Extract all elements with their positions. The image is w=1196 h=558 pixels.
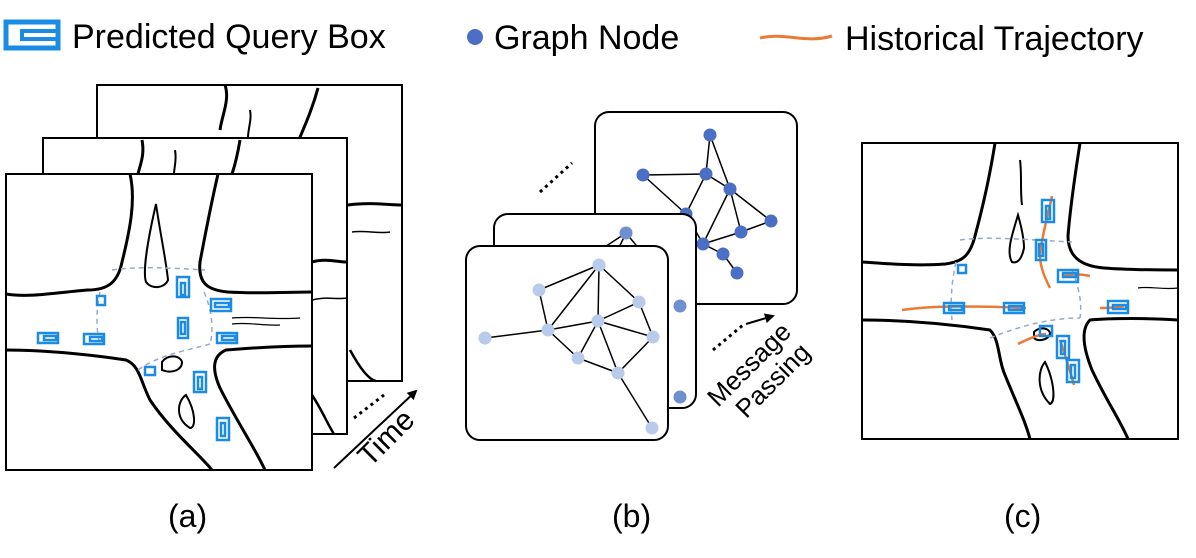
graph-node: [696, 237, 710, 251]
query-box: [956, 263, 968, 275]
legend-trajectory-label: Historical Trajectory: [845, 20, 1144, 58]
query-box: [1002, 301, 1026, 315]
legend: Predicted Query Box Graph Node Historica…: [3, 18, 1144, 58]
query-box: [209, 297, 233, 313]
caption-a: (a): [168, 498, 207, 534]
query-box: [143, 365, 157, 377]
graph-node: [716, 247, 730, 261]
legend-node-icon: [467, 29, 483, 45]
graph-node: [592, 258, 606, 272]
query-boxes-a: [36, 275, 239, 442]
graph-node: [703, 128, 717, 142]
graph-node: [571, 351, 585, 365]
legend-node-label: Graph Node: [494, 19, 679, 57]
query-box: [95, 294, 107, 307]
query-box: [215, 331, 239, 345]
graph-card-front: [465, 245, 669, 441]
graph-node: [699, 167, 713, 181]
graph-node: [478, 331, 492, 345]
graph-node: [673, 390, 687, 404]
message-passing-arrow: [745, 313, 775, 325]
query-box: [1034, 238, 1048, 262]
frame-a-front: [5, 173, 313, 471]
graph-node: [532, 283, 546, 297]
time-arrow-label: Time: [352, 403, 422, 473]
frame-c: [861, 142, 1179, 440]
caption-b: (b): [612, 498, 651, 534]
query-box: [1106, 299, 1130, 315]
ellipsis-b-top: [538, 161, 574, 194]
query-box: [82, 332, 106, 346]
legend-box-icon: [3, 19, 61, 51]
graph-node: [541, 323, 555, 337]
legend-trajectory-icon: [759, 34, 833, 41]
legend-box-label: Predicted Query Box: [72, 18, 386, 56]
query-box: [1038, 324, 1054, 338]
query-box: [1065, 358, 1081, 384]
query-box: [215, 416, 231, 442]
trajectory: [1017, 332, 1047, 346]
query-box: [176, 316, 190, 340]
query-box: [1040, 198, 1056, 224]
graph-node: [636, 168, 650, 182]
message-passing-label: Message Passing: [701, 316, 816, 423]
query-box: [192, 370, 208, 394]
graph-node: [611, 366, 625, 380]
time-arrow: [333, 389, 418, 469]
panel-a: Time (a): [5, 84, 422, 534]
graph-node: [730, 266, 744, 280]
ellipsis-a: [353, 393, 385, 420]
graph-node: [632, 295, 646, 309]
query-boxes-c: [942, 198, 1130, 384]
graph-node: [646, 330, 660, 344]
graph-node: [591, 314, 605, 328]
panel-c: (c): [861, 142, 1179, 534]
graph-node: [764, 214, 778, 228]
query-box: [1055, 334, 1071, 360]
caption-c: (c): [1004, 498, 1041, 534]
query-box: [1056, 268, 1080, 284]
graph-node: [645, 421, 659, 435]
graph-node: [723, 182, 737, 196]
ellipsis-b: [712, 323, 744, 352]
panel-b: Message Passing (b): [465, 111, 816, 534]
query-box: [942, 301, 966, 315]
trajectory: [901, 305, 1027, 312]
graph-node: [619, 226, 633, 240]
graph-node: [734, 225, 748, 239]
query-box: [175, 275, 191, 299]
query-box: [36, 331, 60, 345]
graph-node: [673, 299, 687, 313]
